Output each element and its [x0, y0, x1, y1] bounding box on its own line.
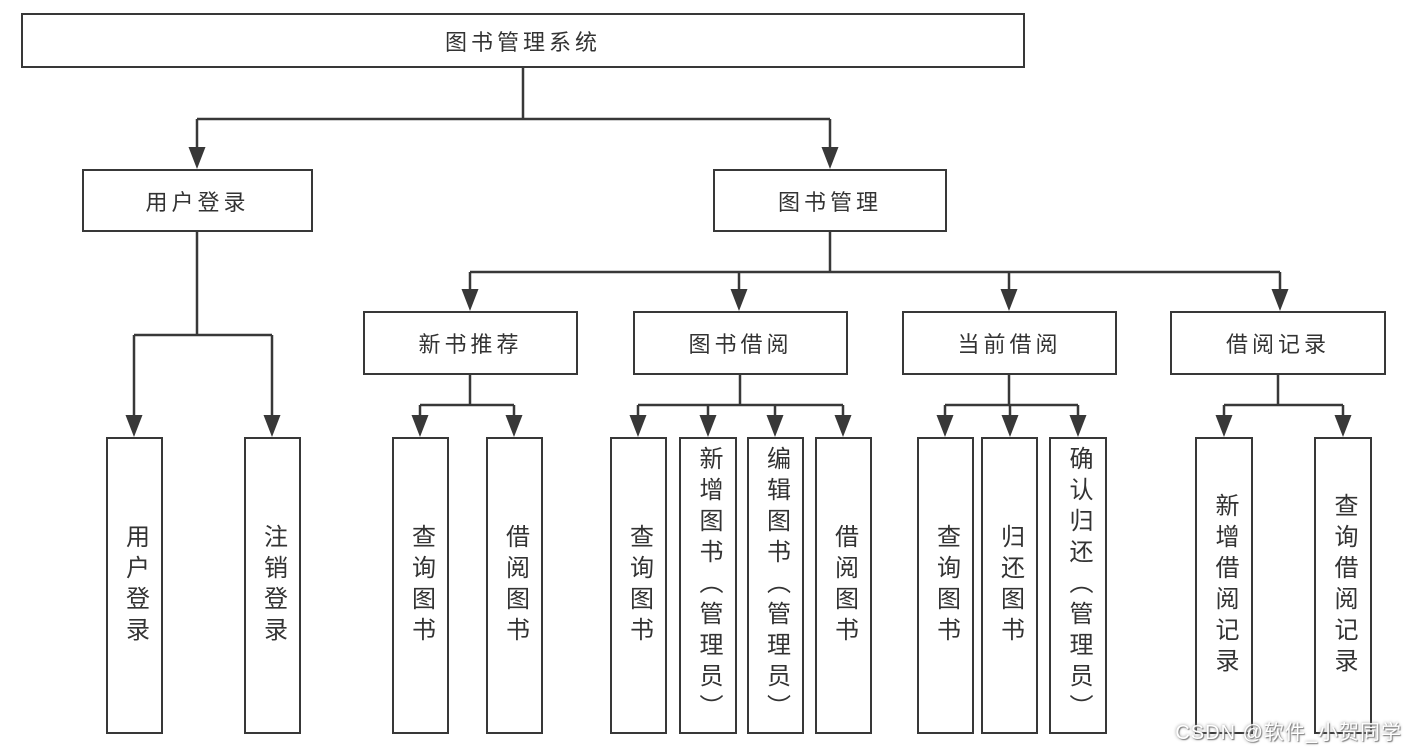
leaf-confirm-return-admin-label: 确认归还（管理员）: [1065, 446, 1092, 725]
node-book-borrowing-label: 图书借阅: [688, 332, 793, 357]
node-user-login-label: 用户登录: [145, 189, 250, 215]
node-borrowing-records-label: 借阅记录: [1225, 332, 1330, 357]
node-library-system-label: 图书管理系统: [444, 29, 601, 55]
leaf-logout: 注销登录: [244, 437, 301, 734]
leaf-borrow-books-recommend-label: 借阅图书: [501, 523, 529, 648]
node-new-book-recommendation-label: 新书推荐: [418, 332, 523, 357]
node-current-borrowing-label: 当前借阅: [957, 332, 1062, 357]
leaf-query-books-current-label: 查询图书: [932, 523, 960, 648]
node-library-system: 图书管理系统: [21, 13, 1025, 68]
node-borrowing-records: 借阅记录: [1170, 311, 1386, 375]
leaf-return-books-label: 归还图书: [996, 523, 1024, 648]
leaf-query-books-recommend-label: 查询图书: [407, 523, 435, 648]
leaf-query-borrow-record-label: 查询借阅记录: [1330, 492, 1357, 679]
leaf-borrow-books-borrowing-label: 借阅图书: [830, 523, 858, 648]
node-new-book-recommendation: 新书推荐: [363, 311, 578, 375]
leaf-query-books-recommend: 查询图书: [392, 437, 449, 734]
leaf-add-borrow-record-label: 新增借阅记录: [1211, 492, 1238, 679]
leaf-add-borrow-record: 新增借阅记录: [1195, 437, 1253, 734]
arrowheads: [125, 147, 1352, 437]
node-current-borrowing: 当前借阅: [902, 311, 1117, 375]
node-book-management-label: 图书管理: [777, 189, 882, 215]
node-book-management: 图书管理: [713, 169, 947, 232]
leaf-return-books: 归还图书: [981, 437, 1038, 734]
node-book-borrowing: 图书借阅: [633, 311, 848, 375]
leaf-user-login-label: 用户登录: [121, 523, 149, 648]
leaf-query-borrow-record: 查询借阅记录: [1314, 437, 1372, 734]
leaf-add-books-admin-label: 新增图书（管理员）: [695, 446, 722, 725]
leaf-query-books-current: 查询图书: [917, 437, 974, 734]
leaf-edit-books-admin-label: 编辑图书（管理员）: [762, 446, 790, 725]
leaf-confirm-return-admin: 确认归还（管理员）: [1049, 437, 1107, 734]
leaf-add-books-admin: 新增图书（管理员）: [679, 437, 737, 734]
leaf-logout-label: 注销登录: [259, 523, 287, 648]
leaf-query-books-borrowing-label: 查询图书: [625, 523, 653, 648]
csdn-watermark: CSDN @软件_小贺同学: [1175, 722, 1402, 744]
leaf-borrow-books-borrowing: 借阅图书: [815, 437, 872, 734]
leaf-borrow-books-recommend: 借阅图书: [486, 437, 543, 734]
leaf-query-books-borrowing: 查询图书: [610, 437, 667, 734]
leaf-user-login: 用户登录: [106, 437, 163, 734]
node-user-login: 用户登录: [82, 169, 313, 232]
leaf-edit-books-admin: 编辑图书（管理员）: [747, 437, 804, 734]
